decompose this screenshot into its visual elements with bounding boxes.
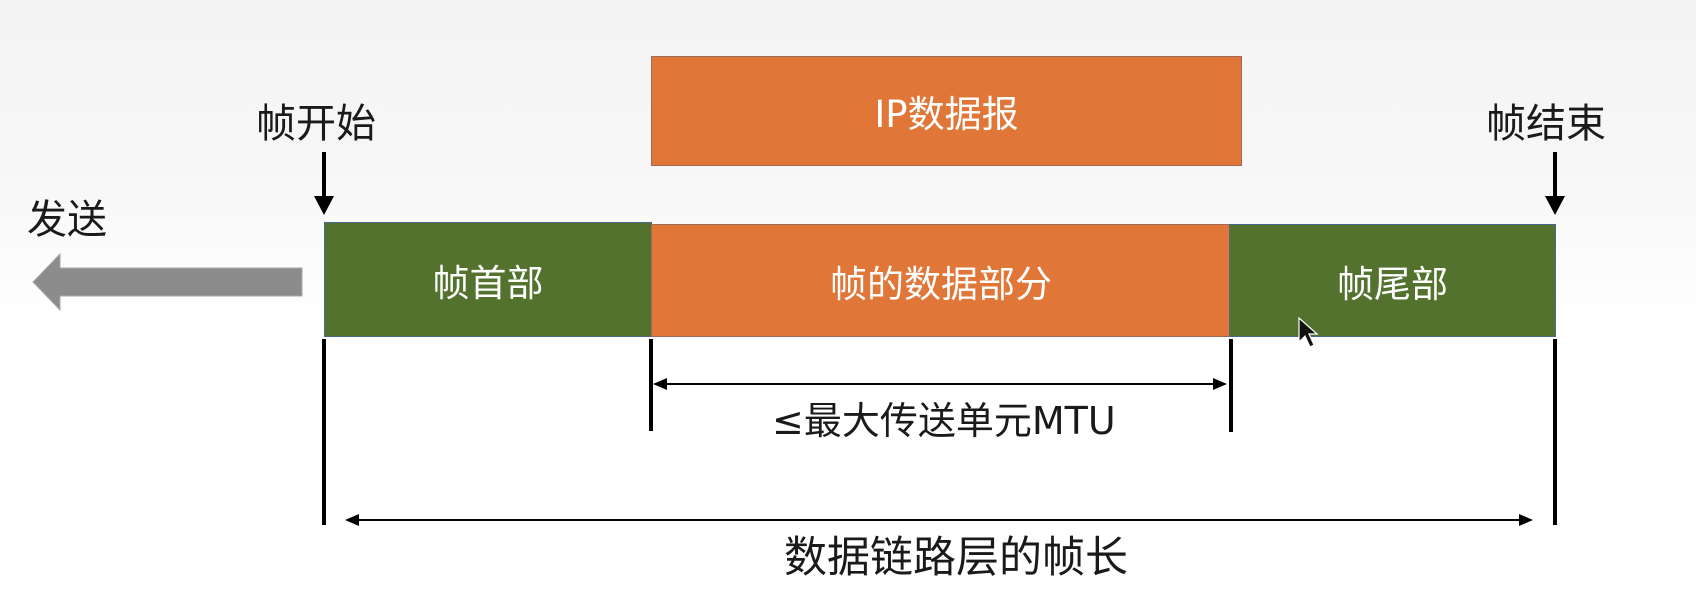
frame-trailer-box: 帧尾部 xyxy=(1229,224,1556,337)
send-label: 发送 xyxy=(27,197,107,243)
frame-end-label: 帧结束 xyxy=(1486,101,1606,147)
ip-datagram-label: IP数据报 xyxy=(874,93,1019,136)
frame-header-label: 帧首部 xyxy=(432,261,544,305)
frame-left-boundary-line xyxy=(322,339,326,525)
data-left-boundary-line xyxy=(649,339,653,431)
frame-end-down-arrow-icon xyxy=(1545,152,1565,215)
frame-length-double-arrow-icon xyxy=(345,514,1533,526)
data-right-boundary-line xyxy=(1229,339,1233,432)
frame-start-down-arrow-icon xyxy=(314,152,334,215)
frame-right-boundary-line xyxy=(1553,339,1557,525)
mouse-cursor-icon xyxy=(1298,316,1319,348)
mtu-label: ≤最大传送单元MTU xyxy=(772,399,1116,443)
left-arrow-icon xyxy=(32,252,303,312)
mtu-double-arrow-icon xyxy=(653,378,1227,390)
frame-data-box: 帧的数据部分 xyxy=(651,224,1231,337)
frame-data-label: 帧的数据部分 xyxy=(830,262,1052,306)
frame-start-label: 帧开始 xyxy=(256,101,376,147)
frame-trailer-label: 帧尾部 xyxy=(1337,262,1448,306)
frame-length-label: 数据链路层的帧长 xyxy=(784,533,1128,583)
ip-datagram-box: IP数据报 xyxy=(651,56,1242,166)
frame-header-box: 帧首部 xyxy=(324,222,652,337)
